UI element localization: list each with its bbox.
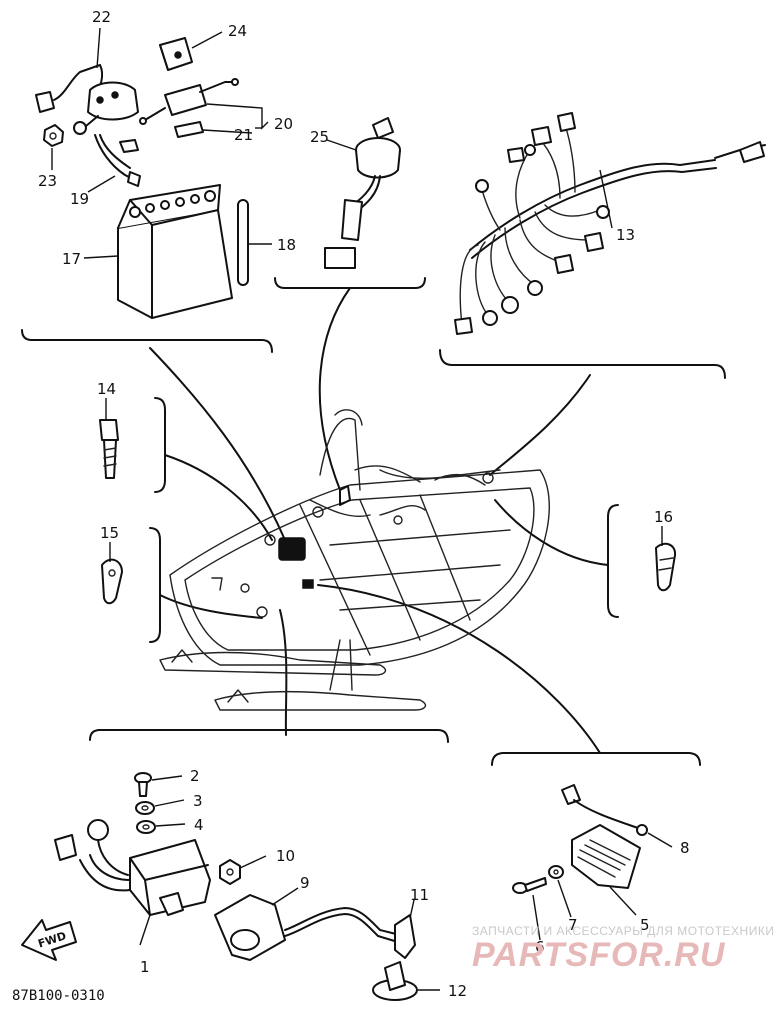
part-number-6: 6 — [535, 938, 545, 956]
part-16-clamp — [655, 542, 677, 592]
part-24-relay — [159, 37, 193, 71]
part-3-washer — [135, 801, 155, 815]
cdi-mount-block — [278, 537, 306, 561]
part-number-5: 5 — [640, 916, 650, 934]
part-number-17: 17 — [62, 250, 81, 268]
fwd-arrow: FWD — [21, 919, 77, 961]
part-number-12: 12 — [448, 982, 467, 1000]
catalog-code: 87B100-0310 — [12, 988, 105, 1004]
part-14-clamp — [99, 419, 119, 479]
part-number-22: 22 — [92, 8, 111, 26]
part-21-fuse — [174, 121, 204, 138]
part-number-23: 23 — [38, 172, 57, 190]
watermark-tagline: ЗАПЧАСТИ И АКСЕССУАРЫ ДЛЯ МОТОТЕХНИКИ — [472, 924, 774, 938]
part-number-14: 14 — [97, 380, 116, 398]
part-10-nut — [219, 859, 241, 885]
part-5-rectifier-regulator — [571, 824, 641, 889]
part-23-nut — [43, 124, 64, 147]
part-12-plug-cover — [372, 961, 418, 1001]
watermark-brand: PARTSFOR.RU — [472, 936, 726, 974]
part-number-2: 2 — [190, 767, 200, 785]
part-25-main-switch — [324, 117, 401, 269]
part-4-collar — [136, 820, 156, 834]
vehicle-outline — [159, 409, 550, 711]
part-15-clamp — [101, 558, 123, 605]
part-number-8: 8 — [680, 839, 690, 857]
part-1-cdi-unit — [54, 819, 211, 916]
part-number-7: 7 — [568, 916, 578, 934]
part-8-lead-wire — [561, 784, 648, 836]
part-17-battery — [117, 184, 233, 319]
part-number-1: 1 — [140, 958, 150, 976]
watermark: ЗАПЧАСТИ И АКСЕССУАРЫ ДЛЯ МОТОТЕХНИКИ PA… — [472, 924, 774, 974]
part-11-plug-cap — [394, 914, 416, 959]
part-number-24: 24 — [228, 22, 247, 40]
part-20-fuse-holder — [139, 78, 239, 125]
part-number-9: 9 — [300, 874, 310, 892]
group-leaders — [149, 287, 609, 754]
part-6-screw — [512, 877, 547, 894]
part-2-bolt — [134, 772, 152, 797]
part-number-19: 19 — [70, 190, 89, 208]
part-number-21: 21 — [234, 126, 253, 144]
part-19-lead-wire — [94, 134, 141, 187]
part-7-washer — [548, 865, 564, 879]
number-leaders — [51, 27, 673, 991]
part-18-battery-band — [237, 199, 249, 286]
part-number-10: 10 — [276, 847, 295, 865]
part-number-labels: 1 2 3 4 5 6 7 8 9 10 11 12 13 14 15 16 1… — [38, 8, 690, 1000]
part-9-ignition-coil — [214, 894, 401, 961]
part-number-15: 15 — [100, 524, 119, 542]
part-number-16: 16 — [654, 508, 673, 526]
group-frames — [21, 277, 726, 766]
part-number-4: 4 — [194, 816, 204, 834]
part-number-20: 20 — [274, 115, 293, 133]
part-number-11: 11 — [410, 886, 429, 904]
part-13-wire-harness — [454, 112, 766, 335]
part-number-13: 13 — [616, 226, 635, 244]
part-number-18: 18 — [277, 236, 296, 254]
part-number-3: 3 — [193, 792, 203, 810]
part-22-relay-harness — [35, 64, 139, 135]
part-number-25: 25 — [310, 128, 329, 146]
